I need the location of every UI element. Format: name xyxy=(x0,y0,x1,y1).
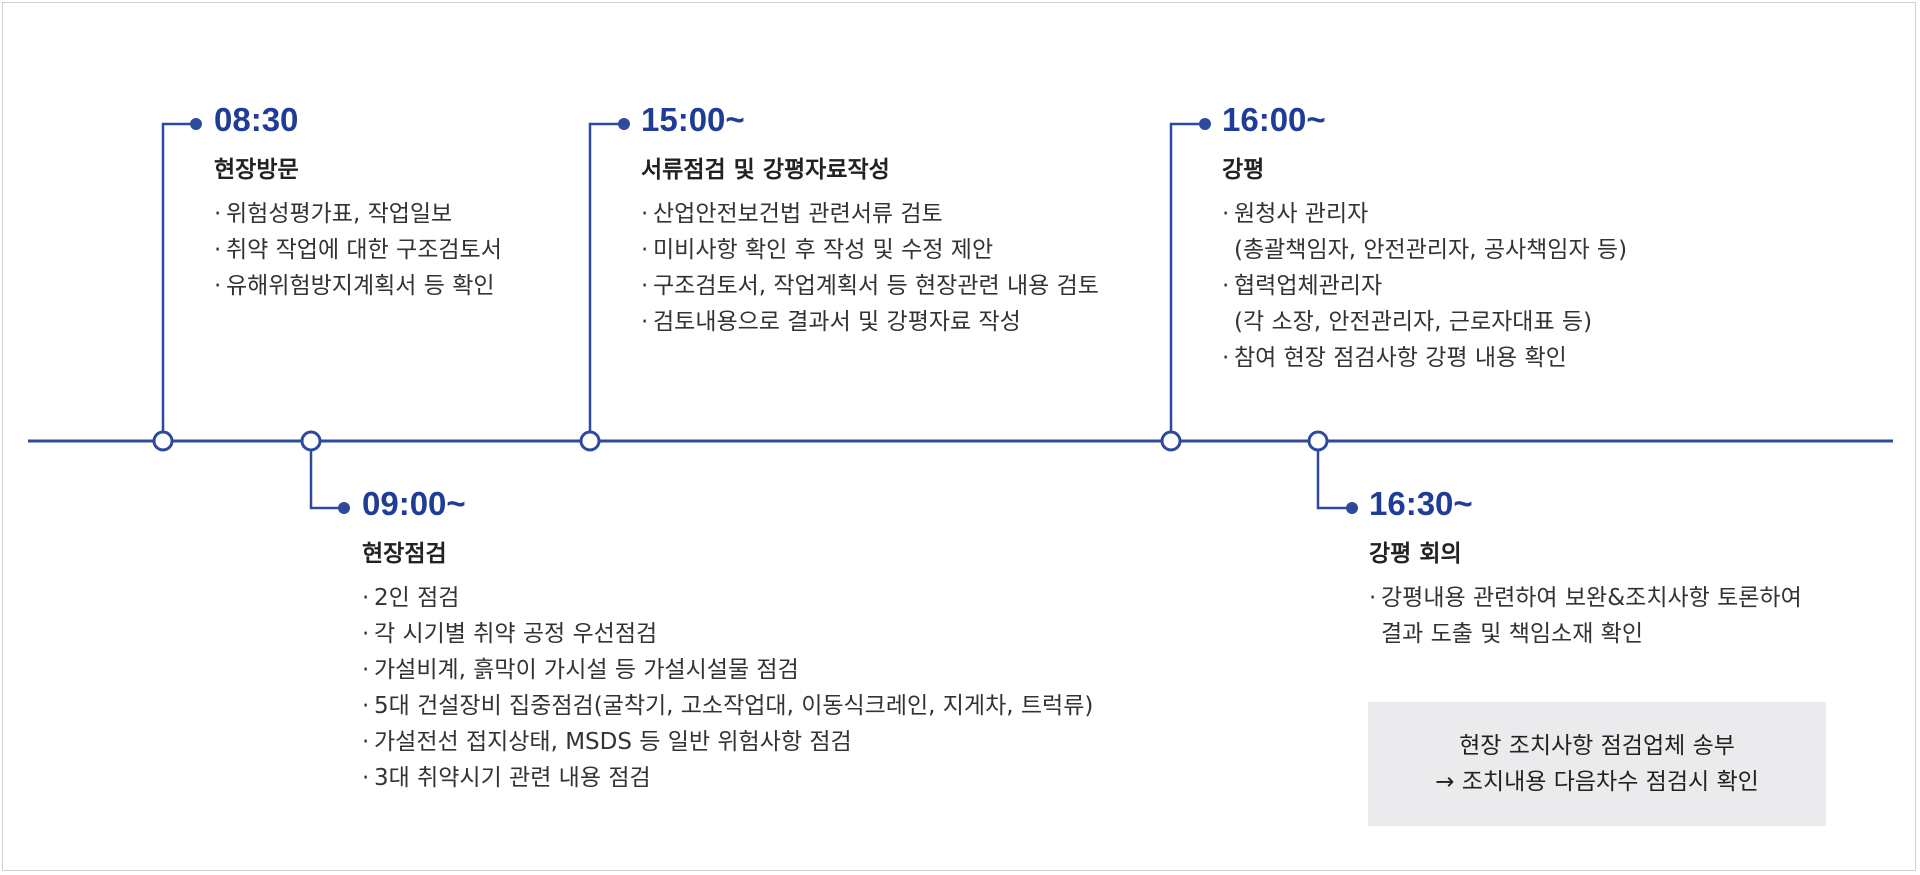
timeline-node-4 xyxy=(1160,430,1182,452)
step-2: 09:00~ 현장점검 ·2인 점검 ·각 시기별 취약 공정 우선점검 ·가설… xyxy=(362,484,1093,796)
step-5: 16:30~ 강평 회의 ·강평내용 관련하여 보완&조치사항 토론하여 결과 … xyxy=(1369,484,1802,652)
list-item: ·미비사항 확인 후 작성 및 수정 제안 xyxy=(641,237,994,263)
step-title: 서류점검 및 강평자료작성 xyxy=(641,157,890,183)
list-item: (각 소장, 안전관리자, 근로자대표 등) xyxy=(1234,309,1593,335)
step-title: 현장방문 xyxy=(214,157,299,183)
connector-step-3 xyxy=(588,122,624,433)
list-item: ·유해위험방지계획서 등 확인 xyxy=(214,273,495,299)
step-items: ·원청사 관리자 (총괄책임자, 안전관리자, 공사책임자 등) ·협력업체관리… xyxy=(1222,196,1627,376)
list-item: ·구조검토서, 작업계획서 등 현장관련 내용 검토 xyxy=(641,273,1099,299)
list-item: ·위험성평가표, 작업일보 xyxy=(214,201,453,227)
step-items: ·2인 점검 ·각 시기별 취약 공정 우선점검 ·가설비계, 흙막이 가시설 … xyxy=(362,580,1093,796)
step-1: 08:30 현장방문 ·위험성평가표, 작업일보 ·취약 작업에 대한 구조검토… xyxy=(214,100,502,304)
step-items: ·위험성평가표, 작업일보 ·취약 작업에 대한 구조검토서 ·유해위험방지계획… xyxy=(214,196,502,304)
step-3: 15:00~ 서류점검 및 강평자료작성 ·산업안전보건법 관련서류 검토 ·미… xyxy=(641,100,1099,340)
timeline-node-3 xyxy=(579,430,601,452)
connector-dot-3 xyxy=(618,118,630,130)
list-item: ·각 시기별 취약 공정 우선점검 xyxy=(362,621,658,647)
list-item: ·산업안전보건법 관련서류 검토 xyxy=(641,201,943,227)
step-title: 강평 xyxy=(1222,157,1265,183)
step-items: ·강평내용 관련하여 보완&조치사항 토론하여 결과 도출 및 책임소재 확인 xyxy=(1369,580,1802,652)
connector-dot-5 xyxy=(1346,502,1358,514)
list-item: ·취약 작업에 대한 구조검토서 xyxy=(214,237,502,263)
list-item: ·가설전선 접지상태, MSDS 등 일반 위험사항 점검 xyxy=(362,729,852,755)
connector-dot-2 xyxy=(338,502,350,514)
timeline-node-5 xyxy=(1307,430,1329,452)
note-line-1: 현장 조치사항 점검업체 송부 xyxy=(1459,733,1735,759)
connector-step-1 xyxy=(161,122,196,433)
list-item: ·2인 점검 xyxy=(362,585,460,611)
list-item: ·참여 현장 점검사항 강평 내용 확인 xyxy=(1222,345,1567,371)
list-item: ·원청사 관리자 xyxy=(1222,201,1369,227)
connector-step-4 xyxy=(1169,122,1205,433)
step-time: 16:30~ xyxy=(1369,485,1473,522)
step-time: 09:00~ xyxy=(362,485,466,522)
connector-dot-1 xyxy=(190,118,202,130)
step-time: 08:30 xyxy=(214,101,299,138)
connector-dot-4 xyxy=(1199,118,1211,130)
note-line-2: → 조치내용 다음차수 점검시 확인 xyxy=(1435,769,1759,795)
list-item: ·협력업체관리자 xyxy=(1222,273,1383,299)
list-item: ·가설비계, 흙막이 가시설 등 가설시설물 점검 xyxy=(362,657,799,683)
list-item: ·강평내용 관련하여 보완&조치사항 토론하여 xyxy=(1369,585,1802,611)
list-item: 결과 도출 및 책임소재 확인 xyxy=(1381,621,1644,647)
list-item: ·5대 건설장비 집중점검(굴착기, 고소작업대, 이동식크레인, 지게차, 트… xyxy=(362,693,1094,719)
step-items: ·산업안전보건법 관련서류 검토 ·미비사항 확인 후 작성 및 수정 제안 ·… xyxy=(641,196,1099,340)
step-title: 강평 회의 xyxy=(1369,541,1462,567)
timeline-node-1 xyxy=(152,430,174,452)
followup-note-box: 현장 조치사항 점검업체 송부 → 조치내용 다음차수 점검시 확인 xyxy=(1368,702,1826,826)
connector-step-2 xyxy=(309,449,344,510)
list-item: (총괄책임자, 안전관리자, 공사책임자 등) xyxy=(1234,237,1628,263)
step-title: 현장점검 xyxy=(362,541,447,567)
step-4: 16:00~ 강평 ·원청사 관리자 (총괄책임자, 안전관리자, 공사책임자 … xyxy=(1222,100,1627,376)
connector-step-5 xyxy=(1316,449,1352,510)
step-time: 16:00~ xyxy=(1222,101,1326,138)
list-item: ·3대 취약시기 관련 내용 점검 xyxy=(362,765,651,791)
timeline-node-2 xyxy=(300,430,322,452)
list-item: ·검토내용으로 결과서 및 강평자료 작성 xyxy=(641,309,1021,335)
step-time: 15:00~ xyxy=(641,101,745,138)
